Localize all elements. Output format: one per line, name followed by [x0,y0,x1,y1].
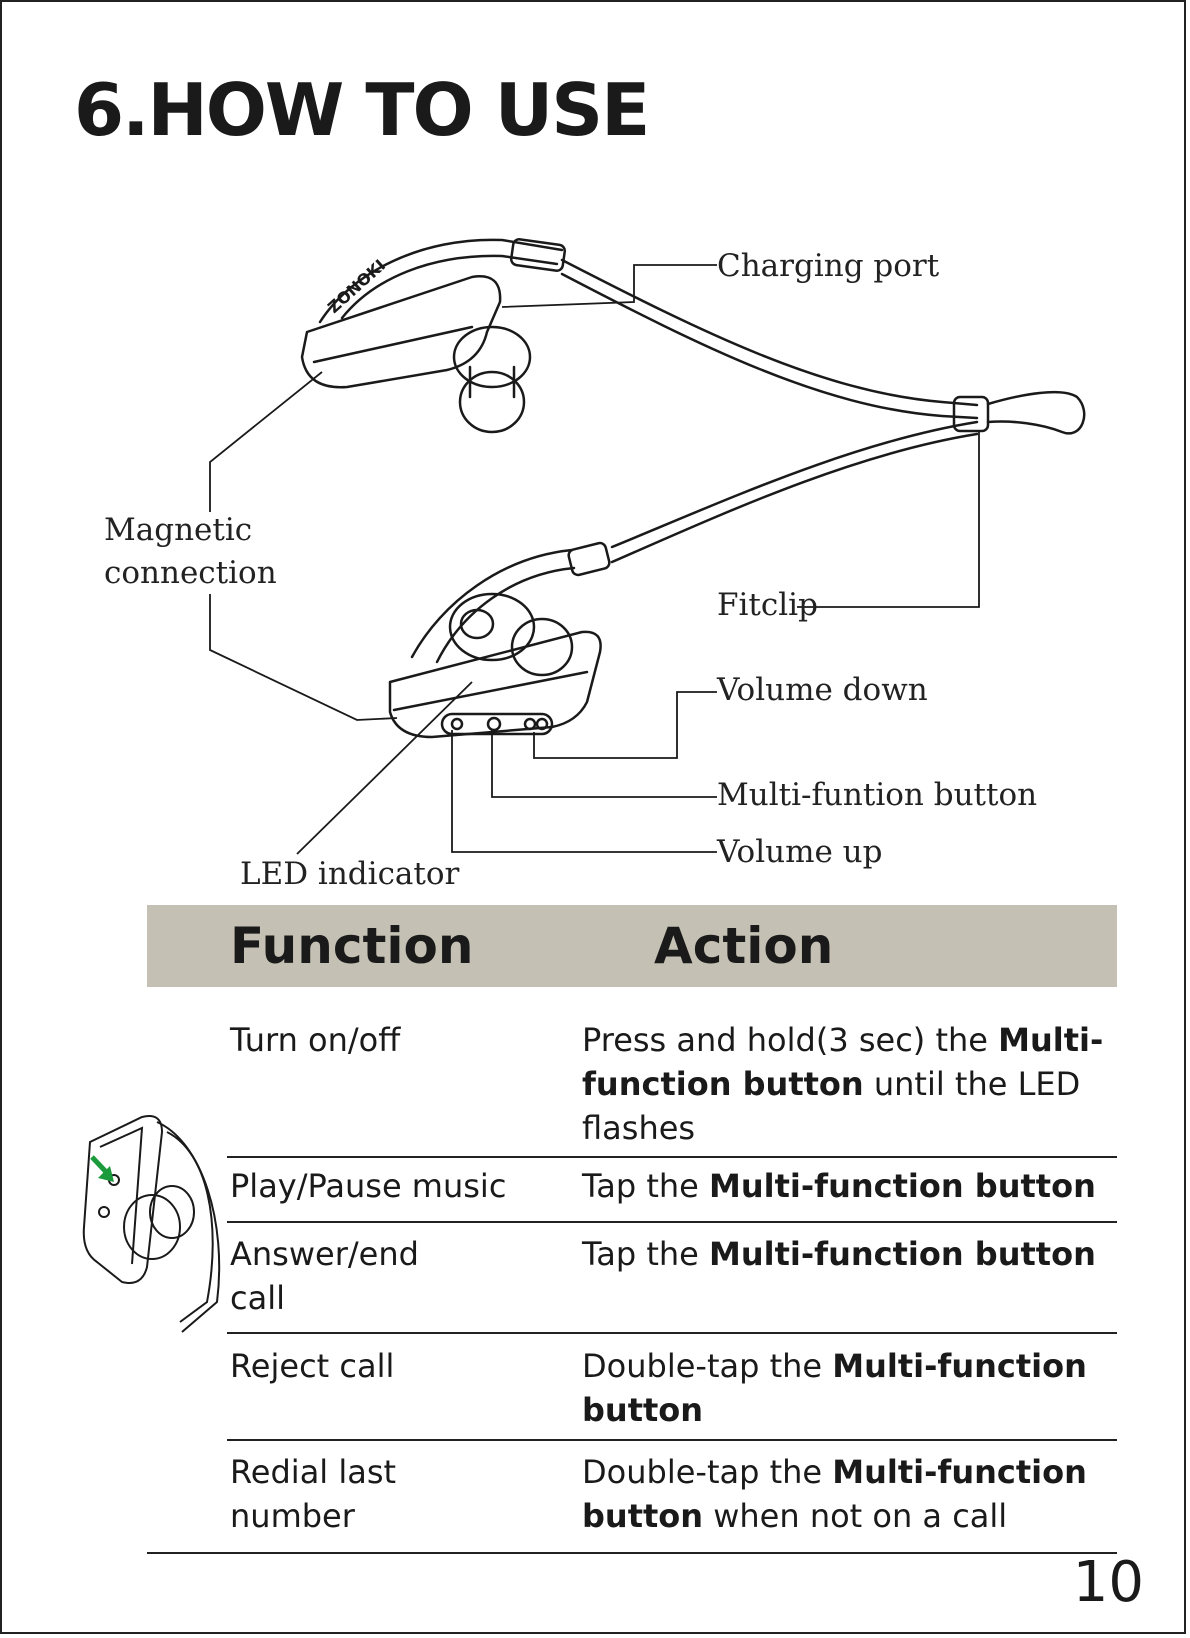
table-row-function: Reject call [230,1347,395,1385]
table-row-action: Press and hold(3 sec) the Multi-function… [582,1021,1104,1147]
callout-volume-up [451,730,717,853]
table-bottom-rule [147,1552,1117,1554]
table-row-function: Turn on/off [230,1021,401,1059]
top-earhook [318,238,564,324]
callout-magnetic-bottom [209,594,398,721]
callout-led [296,681,473,855]
table-row-function: Redial last number [230,1453,397,1535]
row-divider [227,1156,1117,1158]
callout-magnetic-top [209,371,323,512]
label-magnetic-2: connection [104,555,277,591]
header-action: Action [654,917,834,975]
inset-side-view [82,1115,221,1333]
callout-charging [501,264,717,308]
table-row-action: Tap the Multi-function button [582,1235,1096,1273]
fitclip [952,395,990,433]
label-fitclip: Fitclip [717,587,818,623]
table-header: Function Action [147,905,1117,987]
label-multi-function: Multi-funtion button [717,777,1038,813]
cable-top [560,258,979,407]
table-row-action: Tap the Multi-function button [582,1167,1096,1205]
callout-volume-down [533,691,717,759]
table-row-action: Double-tap the Multi-function button [582,1347,1087,1429]
table-row-function: Play/Pause music [230,1167,507,1205]
row-divider [227,1439,1117,1441]
cable-bottom [610,420,979,549]
label-led: LED indicator [240,856,460,892]
row-divider [227,1332,1117,1334]
label-magnetic-1: Magnetic [104,512,253,548]
callout-multi [491,730,717,798]
table-row-function: Answer/end call [230,1235,419,1317]
label-volume-up: Volume up [717,834,883,870]
label-charging-port: Charging port [717,248,940,284]
header-function: Function [230,917,474,975]
label-volume-down: Volume down [717,672,928,708]
bottom-earpiece-body [388,630,602,739]
callout-fitclip [797,432,980,608]
table-row-action: Double-tap the Multi-function button whe… [582,1453,1087,1535]
row-divider [227,1221,1117,1223]
page-title: 6.HOW TO USE [74,68,650,152]
green-arrow-icon [90,1155,114,1182]
page-number: 10 [1072,1550,1144,1615]
